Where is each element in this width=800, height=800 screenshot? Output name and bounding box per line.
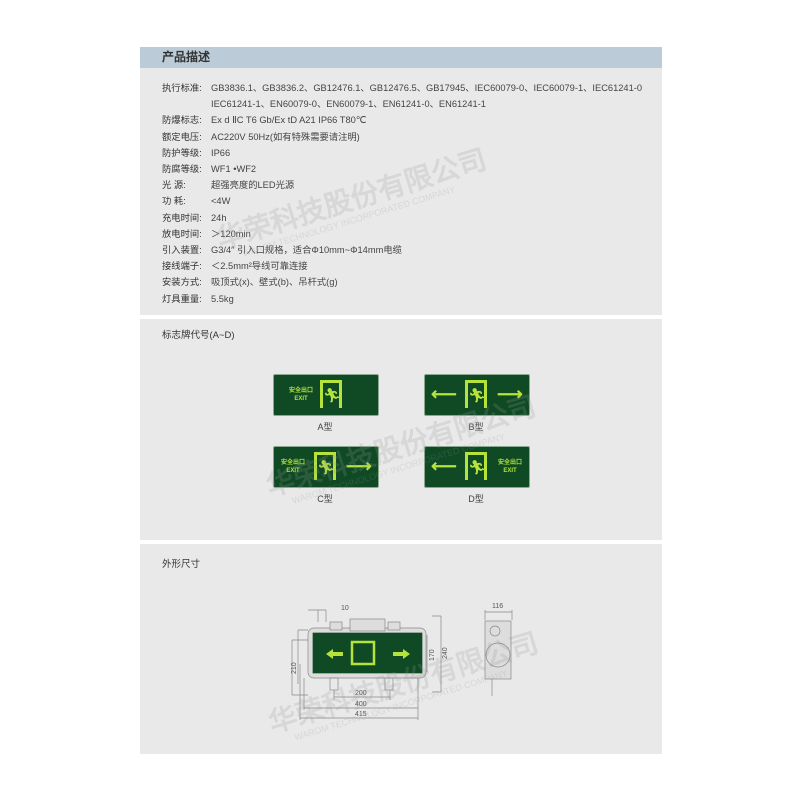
spec-key: 放电时间: [162,228,202,239]
spec-key: 灯具重量: [162,293,202,304]
dimension-section: 外形尺寸 10 116 210 170 240 200 400 415 [140,544,662,754]
running-man-door-icon: 🏃︎ [320,379,342,408]
spec-value: ＜2.5mm²导线可靠连接 [211,261,308,272]
sign-label: B型 [468,421,484,432]
sign-text: 安全出口 [288,387,313,394]
spec-value: WF1 •WF2 [211,164,257,175]
spec-value: 超强亮度的LED光源 [211,180,295,191]
spec-value: 24h [211,212,227,223]
dimension-drawing: 10 116 210 170 240 200 400 415 [291,603,513,720]
dim-10: 10 [341,605,349,612]
spec-value: Ex d ⅡC T6 Gb/Ex tD A21 IP66 T80℃ [211,115,367,126]
exit-sign: ⟵ 🏃︎ ⟶ [424,373,530,416]
dimension-section-title: 外形尺寸 [162,558,201,570]
dim-200: 200 [355,690,367,697]
spec-value: IP66 [211,147,231,158]
sign-label: D型 [468,493,484,504]
running-man-door-icon: 🏃︎ [314,451,336,480]
dim-210: 210 [291,662,298,674]
spec-value: AC220V 50Hz(如有特殊需要请注明) [211,131,360,142]
spec-key: 额定电压: [162,131,202,142]
arrow-left-icon: ⟵ [431,455,457,476]
dim-170: 170 [429,649,436,661]
spec-row: 执行标准: GB3836.1、GB3836.2、GB12476.1、GB12476… [162,80,662,112]
spec-key: 安装方式: [162,277,202,288]
spec-row: 引入装置: G3/4″ 引入口规格，适合Φ10mm~Φ14mm电缆 [162,242,662,258]
product-panel: 产品描述 执行标准: GB3836.1、GB3836.2、GB12476.1、GB… [140,47,662,754]
sign-text: 安全出口 [280,459,305,466]
spec-value: GB3836.1、GB3836.2、GB12476.1、GB12476.5、GB… [211,83,643,110]
spec-key: 防爆标志: [162,115,202,126]
dim-116: 116 [492,603,503,610]
spec-row: 功 耗: <4W [162,193,662,209]
sign-exit: EXIT [294,395,308,402]
spec-key: 接线端子: [162,261,202,272]
spec-value: 5.5kg [211,293,234,304]
sign-section-title: 标志牌代号(A~D) [162,329,235,341]
spec-list: 执行标准: GB3836.1、GB3836.2、GB12476.1、GB12476… [140,68,662,315]
spec-key: 防腐等级: [162,164,202,175]
spec-row: 灯具重量: 5.5kg [162,291,662,307]
dim-240: 240 [442,647,449,659]
spec-row: 防腐等级: WF1 •WF2 [162,161,662,177]
arrow-right-icon: ⟶ [346,455,372,476]
spec-key: 光 源: [162,180,186,191]
spec-row: 放电时间: ＞120min [162,226,662,242]
spec-key: 执行标准: [162,83,202,93]
spec-key: 充电时间: [162,212,202,223]
section-header: 产品描述 [140,47,662,68]
running-man-door-icon: 🏃︎ [465,451,487,480]
sign-exit: EXIT [286,467,300,474]
divider [140,314,662,319]
spec-row: 防护等级: IP66 [162,145,662,161]
spec-row: 充电时间: 24h [162,210,662,226]
spec-row: 防爆标志: Ex d ⅡC T6 Gb/Ex tD A21 IP66 T80℃ [162,112,662,128]
running-man-door-icon: 🏃︎ [465,379,487,408]
dim-415: 415 [355,711,367,718]
spec-value: ＞120min [211,228,251,239]
sign-text: 安全出口 [497,459,522,466]
sign-label: A型 [317,421,333,432]
spec-row: 接线端子: ＜2.5mm²导线可靠连接 [162,258,662,274]
spec-key: 功 耗: [162,196,186,207]
spec-key: 防护等级: [162,147,202,158]
arrow-left-icon: ⟵ [431,383,457,404]
spec-value: 吸顶式(x)、壁式(b)、吊杆式(g) [211,277,338,288]
spec-row: 光 源: 超强亮度的LED光源 [162,177,662,193]
sign-exit: EXIT [503,467,517,474]
spec-value: <4W [211,196,231,207]
arrow-right-icon: ⟶ [497,383,523,404]
dim-400: 400 [355,701,367,708]
sign-label: C型 [317,493,333,504]
spec-row: 额定电压: AC220V 50Hz(如有特殊需要请注明) [162,129,662,145]
spec-value: G3/4″ 引入口规格，适合Φ10mm~Φ14mm电缆 [211,245,402,256]
divider [140,539,662,544]
spec-key: 引入装置: [162,245,202,256]
spec-row: 安装方式: 吸顶式(x)、壁式(b)、吊杆式(g) [162,274,662,290]
